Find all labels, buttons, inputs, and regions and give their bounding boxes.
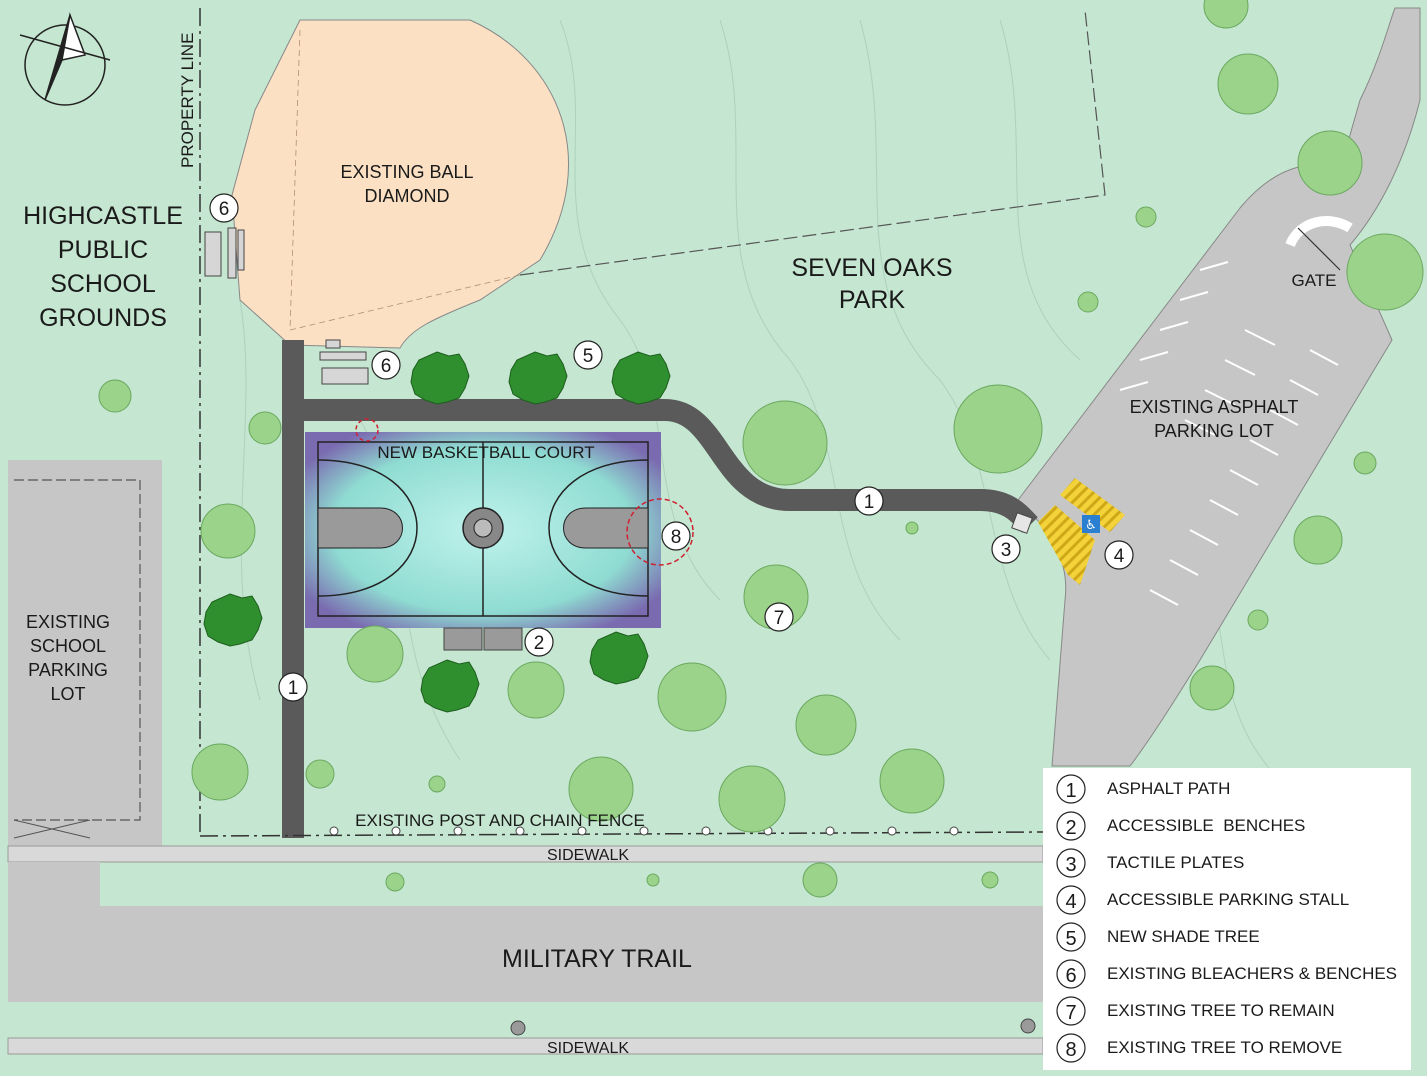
svg-text:6: 6 [219,199,230,220]
svg-text:7: 7 [1065,1002,1076,1024]
marker-3: 3 [991,534,1021,564]
svg-text:3: 3 [1001,540,1012,561]
school-grounds-label-4: GROUNDS [39,304,167,332]
svg-text:♿: ♿ [1085,518,1097,533]
svg-text:1: 1 [1065,780,1076,802]
svg-text:8: 8 [1065,1039,1076,1061]
svg-text:1: 1 [288,678,299,699]
svg-text:8: 8 [671,527,682,548]
legend: 1 ASPHALT PATH 2 ACCESSIBLE BENCHES 3 TACTI… [1043,768,1411,1070]
svg-text:NEW SHADE TREE: NEW SHADE TREE [1107,927,1260,946]
ball-diamond-label-1: EXISTING BALL [340,162,473,182]
svg-text:4: 4 [1065,891,1076,913]
fence-label: EXISTING POST AND CHAIN FENCE [355,811,645,830]
accessible-parking-stall: ♿ [1038,478,1125,585]
legend-row-4: 4 ACCESSIBLE PARKING STALL [1056,885,1349,915]
school-grounds-label-1: HIGHCASTLE [23,202,183,230]
basketball-court [305,432,661,628]
sidewalk-bottom [7,1037,1044,1055]
marker-4: 4 [1104,540,1134,570]
property-line-label: PROPERTY LINE [178,33,197,168]
marker-7: 7 [764,602,794,632]
north-arrow-icon [19,12,111,106]
school-parking-lot [8,460,162,846]
legend-row-8: 8 EXISTING TREE TO REMOVE [1056,1033,1342,1063]
svg-text:EXISTING TREE TO REMOVE: EXISTING TREE TO REMOVE [1107,1038,1342,1057]
svg-text:6: 6 [1065,965,1076,987]
school-lot-label-1: EXISTING [26,612,110,632]
school-lot-label-4: LOT [50,684,85,704]
legend-row-2: 2 ACCESSIBLE BENCHES [1056,811,1305,841]
school-lot-fence [14,479,141,821]
svg-text:2: 2 [534,633,545,654]
park-label-1: SEVEN OAKS [791,254,952,282]
marker-2: 2 [524,627,554,657]
sidewalk-top [7,845,1044,863]
post-chain-fence [199,831,1046,837]
svg-text:3: 3 [1065,854,1076,876]
sidewalk-top-label: SIDEWALK [547,847,629,864]
basketball-court-label: NEW BASKETBALL COURT [377,443,594,462]
asphalt-lot-label-2: PARKING LOT [1154,421,1274,441]
marker-1-west: 1 [278,672,308,702]
tactile-plates [1011,512,1033,534]
legend-row-3: 3 TACTILE PLATES [1056,848,1244,878]
marker-5: 5 [573,340,603,370]
svg-text:5: 5 [583,346,594,367]
ball-diamond-label-2: DIAMOND [365,186,450,206]
contour-lines [239,19,1281,781]
school-grounds-label-3: SCHOOL [50,270,156,298]
fence-posts [329,826,959,836]
svg-text:EXISTING BLEACHERS & BENCHES: EXISTING BLEACHERS & BENCHES [1107,964,1397,983]
bleachers [204,227,369,385]
school-lot-label-2: SCHOOL [30,636,106,656]
svg-text:ASPHALT PATH: ASPHALT PATH [1107,779,1230,798]
svg-text:5: 5 [1065,928,1076,950]
boulevard-left [8,862,100,906]
new-trees [203,351,671,713]
marker-1-east: 1 [854,486,884,516]
diamond-outfield-fence [519,9,1106,276]
legend-row-5: 5 NEW SHADE TREE [1056,922,1260,952]
gate-label: GATE [1291,271,1336,290]
legend-row-1: 1 ASPHALT PATH [1056,774,1230,804]
svg-text:TACTILE PLATES: TACTILE PLATES [1107,853,1244,872]
asphalt-path [282,340,1038,838]
svg-text:ACCESSIBLE PARKING STALL: ACCESSIBLE PARKING STALL [1107,890,1349,909]
school-grounds-label-2: PUBLIC [58,236,148,264]
svg-text:2: 2 [1065,817,1076,839]
tree-to-remove-large [626,498,694,566]
svg-text:ACCESSIBLE BENCHES: ACCESSIBLE BENCHES [1107,816,1305,835]
accessible-benches [443,627,523,651]
legend-row-7: 7 EXISTING TREE TO REMAIN [1056,996,1335,1026]
road-label: MILITARY TRAIL [502,945,692,973]
military-trail-road [8,906,1043,1002]
marker-6-bottom: 6 [371,350,401,380]
park-label-2: PARK [839,286,906,314]
sidewalk-bottom-label: SIDEWALK [547,1040,629,1057]
gate-arc [1285,216,1353,248]
asphalt-lot-label-1: EXISTING ASPHALT [1130,397,1299,417]
marker-6-top: 6 [209,193,239,223]
legend-row-6: 6 EXISTING BLEACHERS & BENCHES [1056,959,1397,989]
svg-text:1: 1 [864,492,875,513]
tree-to-remove-small [355,418,379,442]
ball-diamond [231,19,570,349]
parking-stall-lines [1119,261,1339,606]
school-lot-label-3: PARKING [28,660,108,680]
existing-trees [98,0,1424,898]
marker-8: 8 [661,521,691,551]
svg-text:EXISTING TREE TO REMAIN: EXISTING TREE TO REMAIN [1107,1001,1335,1020]
svg-text:6: 6 [381,356,392,377]
svg-text:4: 4 [1114,546,1125,567]
svg-text:7: 7 [774,608,785,629]
